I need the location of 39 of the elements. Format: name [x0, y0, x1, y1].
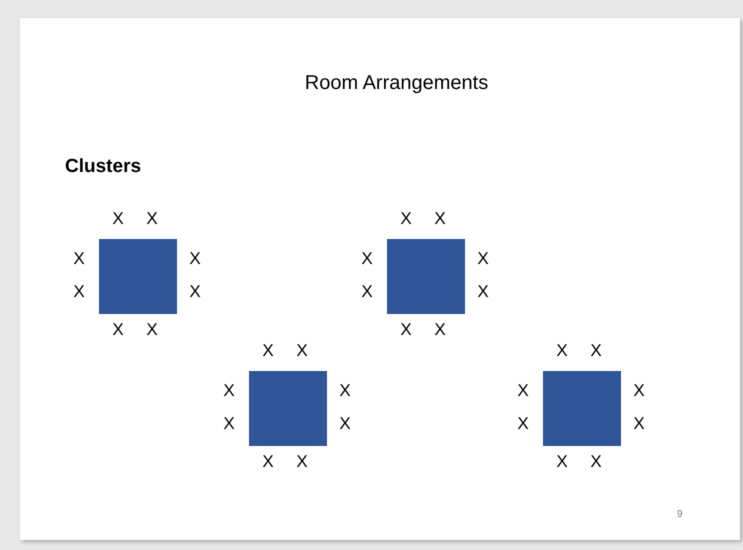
seat-mark: X [399, 210, 413, 228]
page-number: 9 [677, 509, 683, 520]
seat-mark: X [516, 382, 530, 400]
section-heading: Clusters [65, 156, 142, 178]
seat-mark: X [338, 415, 352, 433]
seat-mark: X [476, 283, 490, 301]
seat-mark: X [433, 321, 447, 339]
seat-mark: X [111, 321, 125, 339]
seat-mark: X [295, 342, 309, 360]
seat-mark: X [360, 250, 374, 268]
table-square [99, 239, 177, 314]
seat-mark: X [399, 321, 413, 339]
seat-mark: X [632, 415, 646, 433]
seat-mark: X [516, 415, 530, 433]
seat-mark: X [555, 342, 569, 360]
seat-mark: X [555, 453, 569, 471]
seat-mark: X [222, 382, 236, 400]
seat-mark: X [433, 210, 447, 228]
seat-mark: X [589, 453, 603, 471]
seat-mark: X [222, 415, 236, 433]
seat-mark: X [188, 283, 202, 301]
seat-mark: X [145, 210, 159, 228]
seat-mark: X [476, 250, 490, 268]
seat-mark: X [261, 342, 275, 360]
seat-mark: X [589, 342, 603, 360]
seat-mark: X [295, 453, 309, 471]
seat-mark: X [72, 250, 86, 268]
table-square [543, 371, 621, 446]
seat-mark: X [72, 283, 86, 301]
seat-mark: X [261, 453, 275, 471]
seat-mark: X [632, 382, 646, 400]
table-square [249, 371, 327, 446]
seat-mark: X [338, 382, 352, 400]
table-square [387, 239, 465, 314]
seat-mark: X [360, 283, 374, 301]
slide-title: Room Arrangements [304, 72, 490, 95]
seat-mark: X [145, 321, 159, 339]
seat-mark: X [188, 250, 202, 268]
seat-mark: X [111, 210, 125, 228]
